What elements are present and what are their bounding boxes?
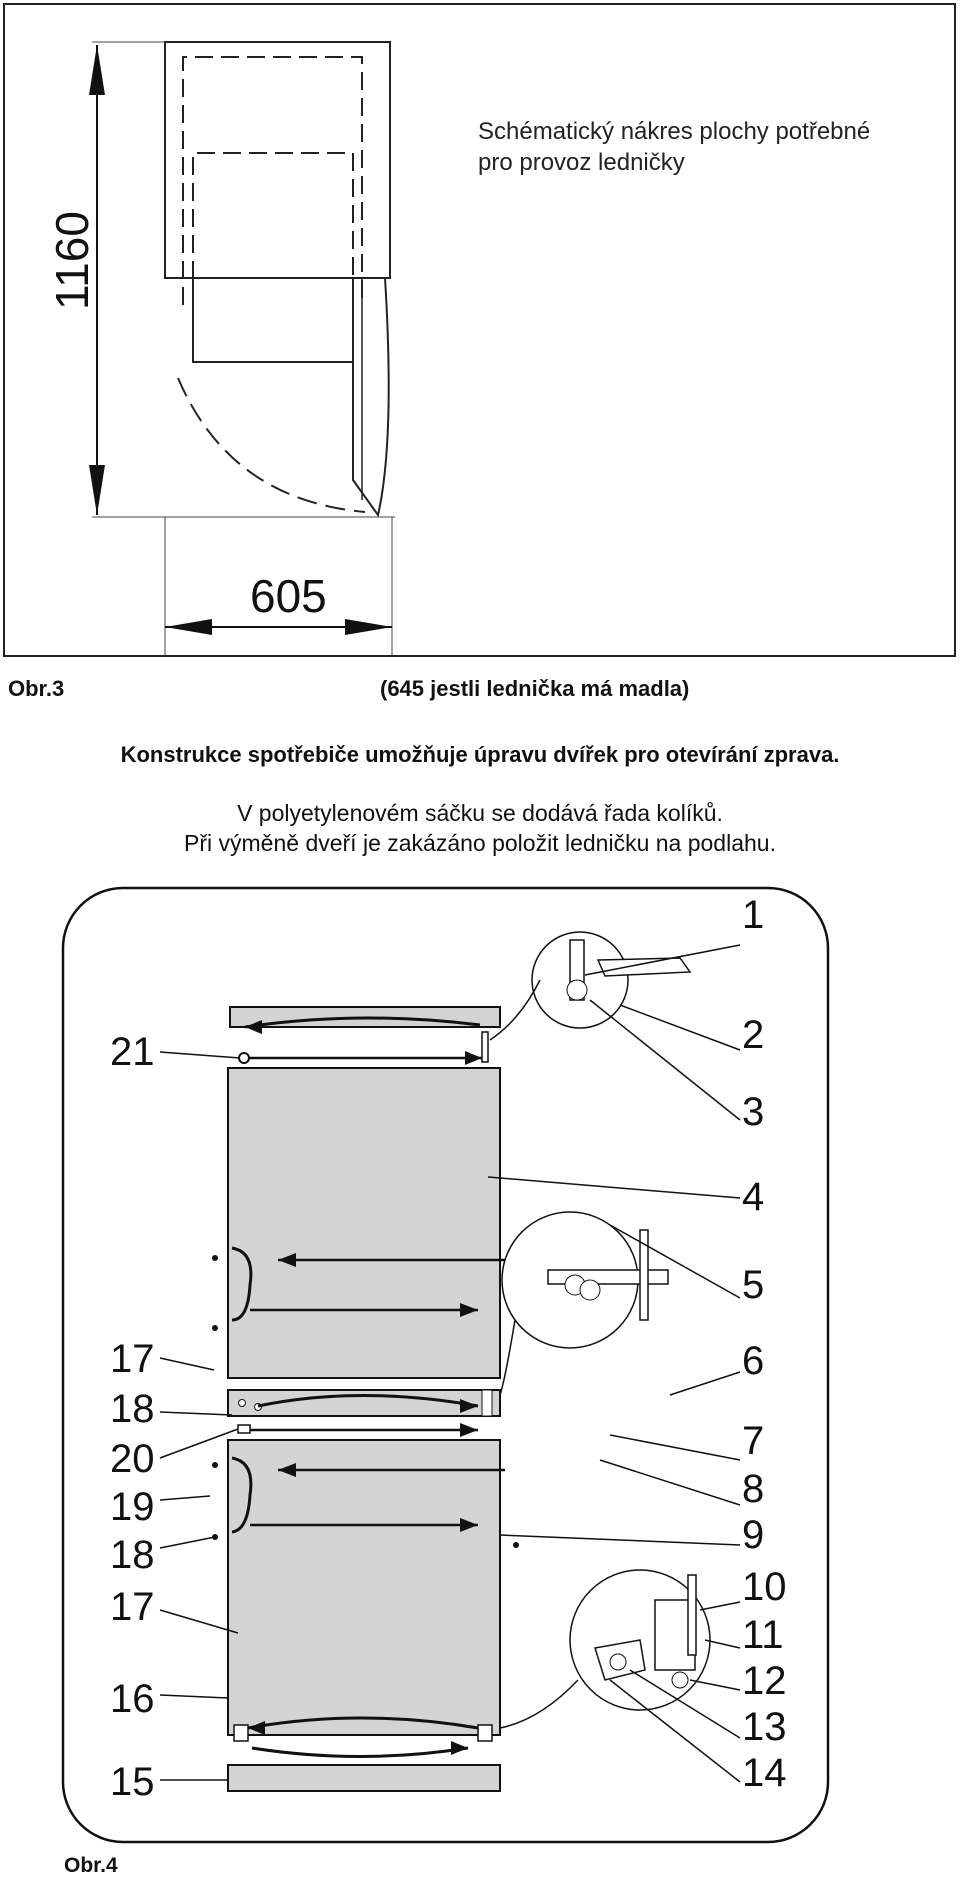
callout-13: 13 <box>742 1705 787 1749</box>
figure3-caption-note: (645 jestli lednička má madla) <box>380 676 690 701</box>
callout-19: 19 <box>110 1485 155 1529</box>
callout-3: 3 <box>742 1090 764 1134</box>
callout-8: 8 <box>742 1467 764 1511</box>
callout-18-upper: 18 <box>110 1387 155 1431</box>
callout-9: 9 <box>742 1513 764 1557</box>
instruction-line2: Při výměně dveří je zakázáno položit led… <box>184 830 776 856</box>
instruction-line1: V polyetylenovém sáčku se dodává řada ko… <box>237 800 723 826</box>
figure4-drawing: 1 2 3 4 5 6 7 8 9 10 11 12 13 14 15 16 1… <box>61 886 830 1844</box>
callout-7: 7 <box>742 1419 764 1463</box>
figure4-frame <box>61 886 830 1844</box>
width-dim-label: 605 <box>250 570 327 622</box>
door-outline <box>352 277 390 518</box>
upper-handle <box>231 1246 253 1322</box>
wrench-icon <box>596 957 692 977</box>
figure3-note-line2: pro provoz ledničky <box>478 149 685 176</box>
base-cover <box>227 1764 501 1792</box>
callout-10: 10 <box>742 1565 787 1609</box>
upper-door <box>227 1067 501 1379</box>
callout-20: 20 <box>110 1437 155 1481</box>
dashed-inner-outer <box>182 56 363 305</box>
callout-18-lower: 18 <box>110 1533 155 1577</box>
callout-4: 4 <box>742 1175 764 1219</box>
callout-15: 15 <box>110 1760 155 1804</box>
fridge-body-outline <box>164 41 391 279</box>
top-hinge-pin <box>481 1031 489 1063</box>
callout-14: 14 <box>742 1751 787 1795</box>
callout-21: 21 <box>110 1030 155 1074</box>
instruction-bold: Konstrukce spotřebiče umožňuje úpravu dv… <box>120 742 840 767</box>
callout-16: 16 <box>110 1677 155 1721</box>
callout-11: 11 <box>742 1613 784 1657</box>
height-dim-label: 1160 <box>46 211 98 310</box>
dashed-inner <box>192 152 354 305</box>
figure3-note-line1: Schématický nákres plochy potřebné <box>478 118 871 145</box>
figure4-caption: Obr.4 <box>64 1854 118 1877</box>
door-swing-arc <box>177 377 366 513</box>
figure3-frame <box>3 3 956 657</box>
plug-21 <box>238 1052 250 1064</box>
lower-compartment <box>192 278 353 363</box>
callout-5: 5 <box>742 1263 764 1307</box>
figure3-note: Schématický nákres plochy potřebné pro p… <box>478 116 870 178</box>
lower-handle <box>231 1456 253 1534</box>
callout-1: 1 <box>742 893 764 937</box>
top-cover-arrow <box>244 1016 481 1029</box>
callout-17-upper: 17 <box>110 1337 155 1381</box>
lower-door <box>227 1439 501 1736</box>
callout-6: 6 <box>742 1339 764 1383</box>
callout-17-lower: 17 <box>110 1585 155 1629</box>
figure3-caption: Obr.3 <box>8 676 65 701</box>
callout-12: 12 <box>742 1659 787 1703</box>
figure3-drawing: 1160 605 <box>46 41 395 655</box>
callout-2: 2 <box>742 1013 764 1057</box>
